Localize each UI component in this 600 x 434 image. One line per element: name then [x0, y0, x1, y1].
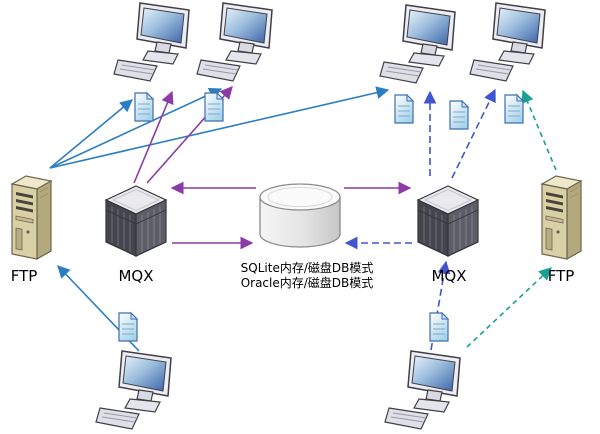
mqx-server-left-icon [105, 185, 167, 257]
workstation-top-4-icon [469, 2, 546, 82]
document-icon [204, 92, 224, 122]
arrow-ftp-left-to-workstation-2 [49, 88, 223, 169]
arrow-ftp-left-to-workstation-1 [49, 99, 133, 169]
mqx-right-label: MQX [431, 267, 466, 285]
ftp-right-label: FTP [548, 267, 575, 285]
database-caption-line1: SQLite内存/磁盘DB模式 [241, 260, 374, 275]
ftp-left-label: FTP [11, 267, 38, 285]
workstation-top-2-icon [196, 2, 273, 82]
database-icon [259, 183, 341, 248]
ftp-server-right-icon [541, 175, 582, 260]
workstation-bottom-right-icon [384, 350, 461, 430]
arrow-mqx-right-to-workstation-4 [451, 88, 496, 179]
document-icon [429, 312, 449, 342]
arrow-ftp-right-to-workstation-4 [521, 89, 557, 171]
document-icon [394, 94, 414, 124]
document-icon [134, 92, 154, 122]
document-icon [449, 100, 469, 130]
arrow-ftp-left-to-workstation-3 [49, 86, 390, 169]
document-icon [118, 312, 138, 342]
database-caption-line2: Oracle内存/磁盘DB模式 [241, 275, 374, 290]
arrow-mqx-left-to-workstation-1 [133, 90, 174, 184]
mqx-server-right-icon [417, 185, 479, 257]
workstation-top-1-icon [113, 2, 190, 82]
document-icon [504, 94, 524, 124]
ftp-server-left-icon [11, 175, 52, 260]
workstation-top-3-icon [379, 4, 456, 84]
mqx-left-label: MQX [118, 267, 153, 285]
workstation-bottom-left-icon [95, 350, 172, 430]
arrow-workstation-bottom-right-to-ftp-right [466, 267, 552, 348]
flow-arrows [49, 86, 557, 352]
